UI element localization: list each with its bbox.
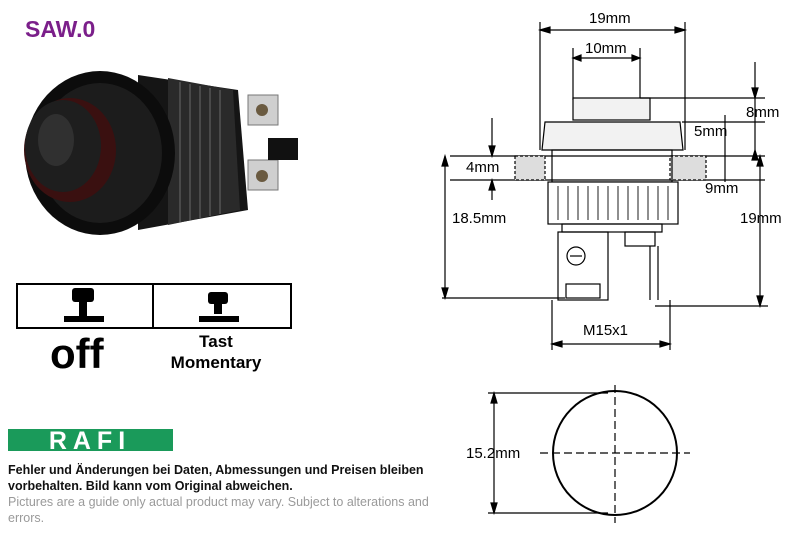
side-view-drawing (441, 22, 768, 350)
momentary-button-symbol-icon (199, 292, 239, 322)
dim-thread: M15x1 (583, 322, 629, 339)
off-label: off (50, 330, 104, 377)
dim-body-upper: 9mm (705, 180, 739, 197)
dim-diameter: 15.2mm (466, 445, 521, 462)
dim-height-cap: 8mm (746, 104, 780, 121)
product-title: SAW.0 (25, 16, 96, 42)
svg-text:RAFI: RAFI (49, 427, 131, 455)
disclaimer-german: Fehler und Änderungen bei Daten, Abmessu… (8, 463, 424, 493)
mode-divider (152, 283, 154, 329)
dim-bezel: 5mm (694, 123, 728, 140)
front-view-drawing (488, 385, 690, 523)
tast-label: Tast (199, 332, 233, 351)
off-button-symbol-icon (64, 288, 104, 322)
dim-total-right: 19mm (740, 210, 782, 227)
dim-total-left: 18.5mm (452, 210, 507, 227)
mode-table (16, 283, 292, 329)
dim-width-outer: 19mm (589, 10, 631, 27)
dim-panel: 4mm (466, 159, 500, 176)
dim-width-cap: 10mm (585, 40, 627, 57)
momentary-label: Momentary (170, 353, 262, 372)
disclaimer-english: Pictures are a guide only actual product… (8, 495, 429, 525)
rafi-logo: RAFI (8, 427, 173, 455)
product-photo (24, 71, 298, 235)
